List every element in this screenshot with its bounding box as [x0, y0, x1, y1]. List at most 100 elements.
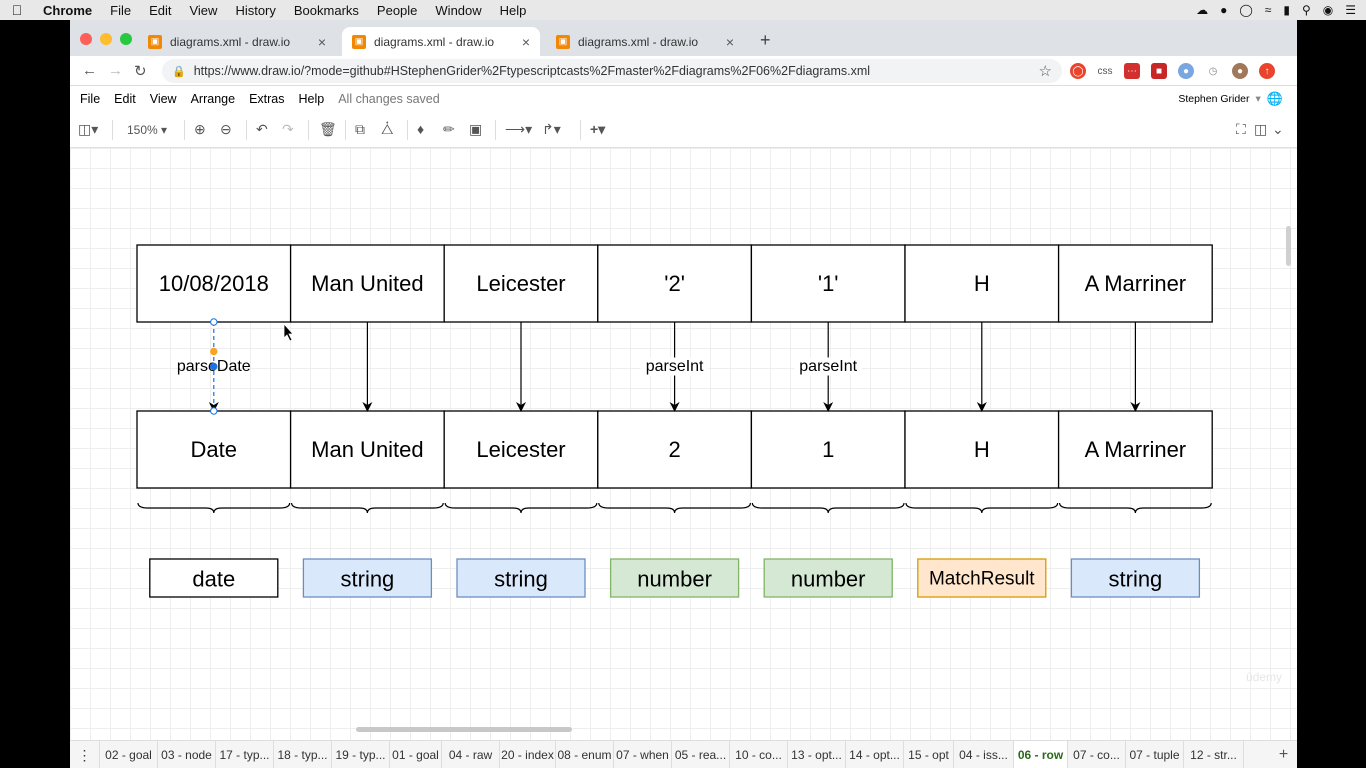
parsed-cell-label[interactable]: Man United — [311, 437, 424, 462]
curly-brace[interactable] — [598, 502, 751, 514]
apple-icon[interactable]:  — [0, 2, 34, 18]
parsed-cell[interactable] — [750, 410, 906, 489]
type-box[interactable] — [1070, 558, 1201, 598]
menu-help[interactable]: Help — [298, 92, 325, 106]
source-cell-label[interactable]: H — [974, 271, 990, 296]
zoom-dropdown[interactable]: 150% ▾ — [127, 123, 168, 137]
zoom-out-icon[interactable]: ⊖ — [220, 121, 232, 137]
type-label[interactable]: string — [494, 567, 548, 592]
type-box[interactable] — [609, 558, 740, 598]
page-tab[interactable]: 20 - index — [500, 741, 556, 768]
parsed-cell[interactable] — [904, 410, 1060, 489]
page-tab[interactable]: 02 - goal — [100, 741, 158, 768]
menu-file[interactable]: File — [80, 92, 101, 106]
close-tab-icon[interactable]: × — [317, 33, 326, 50]
menu-view[interactable]: View — [149, 92, 177, 106]
record-icon[interactable]: ● — [1220, 3, 1228, 17]
type-box[interactable] — [763, 558, 893, 598]
selection-handle[interactable] — [210, 407, 218, 415]
curly-brace[interactable] — [291, 502, 444, 514]
browser-tab-2[interactable]: ▣ diagrams.xml - draw.io × — [342, 27, 540, 56]
forward-icon[interactable]: → — [108, 62, 123, 79]
zoom-window-button[interactable] — [120, 33, 132, 45]
css-icon[interactable]: css — [1097, 65, 1113, 77]
parsed-cell[interactable] — [289, 410, 445, 489]
os-menu-window[interactable]: Window — [435, 2, 482, 18]
page-tab[interactable]: 18 - typ... — [274, 741, 332, 768]
type-box[interactable] — [302, 558, 433, 598]
browser-tab-3[interactable]: ▣ diagrams.xml - draw.io × — [546, 27, 744, 56]
reload-icon[interactable]: ↻ — [134, 63, 147, 80]
extension-blue-icon[interactable]: ● — [1178, 63, 1194, 79]
source-cell[interactable] — [289, 244, 445, 323]
page-tab[interactable]: 15 - opt — [904, 741, 954, 768]
os-menu-file[interactable]: File — [110, 2, 132, 18]
shadow-icon[interactable]: ▣ — [469, 121, 483, 137]
parsed-cell-label[interactable]: 1 — [822, 437, 834, 462]
parsed-cell-label[interactable]: Date — [191, 437, 237, 462]
source-cell[interactable] — [443, 244, 599, 323]
parsed-cell[interactable] — [443, 410, 599, 489]
url-bar[interactable]: 🔒 https://www.draw.io/?mode=github#HStep… — [162, 59, 1062, 83]
os-menu-edit[interactable]: Edit — [149, 2, 172, 18]
page-tab[interactable]: 14 - opt... — [846, 741, 904, 768]
battery-icon[interactable]: ▮ — [1283, 3, 1290, 17]
source-cell-label[interactable]: 10/08/2018 — [159, 271, 269, 296]
fullscreen-icon[interactable]: ⛶ — [1236, 121, 1246, 137]
ublock-icon[interactable]: ◯ — [1070, 63, 1086, 79]
parsed-cell[interactable] — [136, 410, 292, 489]
selection-handle[interactable] — [210, 318, 218, 326]
parsed-cell-label[interactable]: H — [974, 437, 990, 462]
selection-handle[interactable] — [210, 362, 218, 371]
glasses-icon[interactable]: ◯ — [1239, 3, 1253, 17]
panel-layout-icon[interactable]: ◫▾ — [78, 121, 99, 137]
close-tab-icon[interactable]: × — [521, 33, 530, 50]
source-cell-label[interactable]: A Marriner — [1085, 271, 1186, 296]
type-label[interactable]: number — [637, 567, 712, 592]
curly-brace[interactable] — [905, 502, 1059, 514]
type-label[interactable]: string — [341, 567, 395, 592]
globe-icon[interactable]: 🌐 — [1266, 91, 1283, 106]
vertical-scrollbar[interactable] — [1286, 226, 1291, 266]
minimize-window-button[interactable] — [100, 33, 112, 45]
selection-handle[interactable] — [210, 347, 218, 356]
menu-extras[interactable]: Extras — [249, 92, 285, 106]
source-cell-label[interactable]: '1' — [818, 271, 839, 296]
add-page-icon[interactable]: + — [1278, 746, 1289, 763]
page-tab[interactable]: 10 - co... — [730, 741, 788, 768]
bookmark-star-icon[interactable]: ☆ — [1038, 63, 1052, 80]
page-tab[interactable]: 06 - row — [1014, 741, 1068, 768]
page-tab[interactable]: 17 - typ... — [216, 741, 274, 768]
type-box[interactable] — [456, 558, 586, 598]
profile-avatar[interactable]: ● — [1232, 63, 1248, 79]
curly-brace[interactable] — [137, 502, 291, 514]
parsed-cell-label[interactable]: Leicester — [476, 437, 565, 462]
new-tab-button[interactable]: + — [760, 30, 771, 50]
extension-clock-icon[interactable]: ◷ — [1208, 65, 1218, 77]
menu-edit[interactable]: Edit — [114, 92, 136, 106]
horizontal-scrollbar[interactable] — [356, 727, 572, 732]
page-tab[interactable]: 08 - enum — [556, 741, 614, 768]
to-front-icon[interactable]: ⧉ — [355, 121, 365, 137]
page-tab[interactable]: 07 - tuple — [1126, 741, 1184, 768]
undo-icon[interactable]: ↶ — [256, 121, 268, 137]
source-cell[interactable] — [750, 244, 906, 323]
connection-icon[interactable]: ⟶▾ — [505, 121, 533, 137]
insert-icon[interactable]: +▾ — [590, 121, 606, 137]
source-cell-label[interactable]: '2' — [664, 271, 685, 296]
mouse-cursor-icon[interactable] — [283, 322, 294, 342]
redo-icon[interactable]: ↷ — [282, 121, 294, 137]
type-box[interactable] — [149, 558, 279, 598]
extension-badge-icon[interactable]: ■ — [1151, 63, 1167, 79]
curly-brace[interactable] — [1059, 502, 1212, 514]
parsed-cell-label[interactable]: A Marriner — [1085, 437, 1186, 462]
collapse-icon[interactable]: ⌄ — [1272, 121, 1284, 137]
waypoints-icon[interactable]: ↱▾ — [542, 121, 561, 137]
close-tab-icon[interactable]: × — [725, 33, 734, 50]
page-tab[interactable]: 04 - iss... — [954, 741, 1014, 768]
cloud-icon[interactable]: ☁ — [1196, 3, 1209, 17]
type-label[interactable]: number — [791, 567, 866, 592]
siri-icon[interactable]: ◉ — [1322, 3, 1334, 17]
edge-label[interactable]: parseInt — [799, 358, 857, 375]
